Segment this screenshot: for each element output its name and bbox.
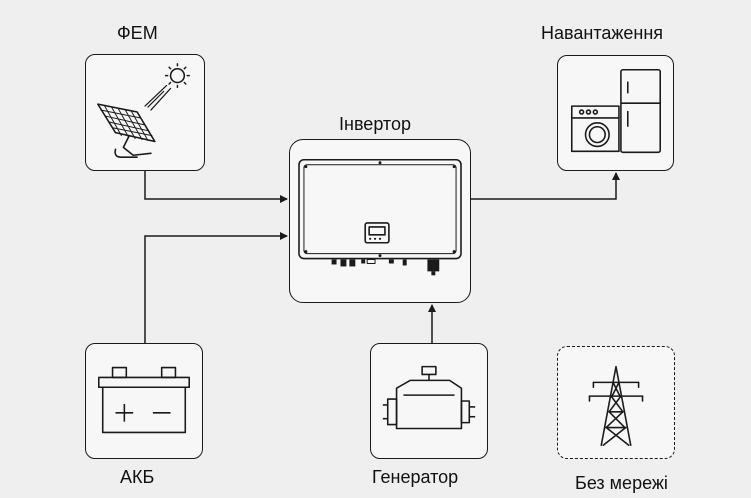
load-box xyxy=(557,55,674,171)
generator-box xyxy=(370,343,488,459)
load-label: Навантаження xyxy=(541,23,664,43)
inverter-icon xyxy=(298,158,462,276)
battery-icon xyxy=(98,366,190,434)
engine-icon xyxy=(382,365,476,430)
battery-label: АКБ xyxy=(120,467,155,487)
pv-to-inverter-arrow xyxy=(144,171,288,203)
off-grid-box xyxy=(557,346,675,459)
pv-box xyxy=(85,54,205,171)
pv-label: ФЕМ xyxy=(117,23,158,43)
inverter-to-load-arrow xyxy=(471,172,620,200)
inverter-box xyxy=(289,139,471,303)
solar-panel-icon xyxy=(97,63,190,159)
off-grid-label: Без мережі xyxy=(575,473,668,493)
battery-box xyxy=(85,343,203,459)
battery-to-inverter-arrow xyxy=(144,232,288,343)
generator-label: Генератор xyxy=(372,467,459,487)
power-tower-icon xyxy=(588,365,644,447)
inverter-label: Інвертор xyxy=(339,114,411,134)
appliances-icon xyxy=(570,68,662,154)
